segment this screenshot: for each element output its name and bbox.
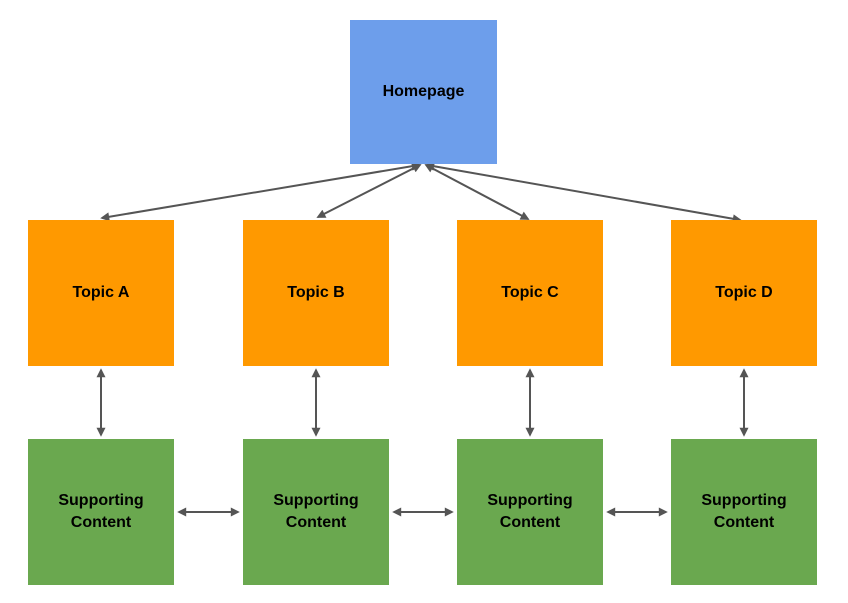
node-topic-b: Topic B (243, 220, 389, 366)
node-topic-c-label: Topic C (501, 284, 559, 302)
node-topic-d-label: Topic D (715, 284, 773, 302)
node-topic-a-label: Topic A (72, 284, 130, 302)
node-topic-c: Topic C (457, 220, 603, 366)
node-homepage-label: Homepage (382, 83, 465, 101)
node-supporting-content-4-label: Supporting Content (701, 492, 787, 531)
node-supporting-content-2-label: Supporting Content (273, 492, 359, 531)
node-topic-a: Topic A (28, 220, 174, 366)
node-supporting-content-3-label: Supporting Content (487, 492, 573, 531)
node-topic-d: Topic D (671, 220, 817, 366)
connector-homepage-topic-b (316, 164, 422, 218)
node-supporting-content-2: Supporting Content (243, 439, 389, 585)
node-supporting-content-3: Supporting Content (457, 439, 603, 585)
node-supporting-content-1-label: Supporting Content (58, 492, 144, 531)
node-homepage: Homepage (350, 20, 497, 164)
connector-homepage-topic-a (100, 161, 421, 222)
node-topic-b-label: Topic B (287, 284, 345, 302)
connector-homepage-topic-c (424, 164, 530, 220)
node-supporting-content-1: Supporting Content (28, 439, 174, 585)
connector-homepage-topic-d (425, 161, 742, 224)
node-supporting-content-4: Supporting Content (671, 439, 817, 585)
